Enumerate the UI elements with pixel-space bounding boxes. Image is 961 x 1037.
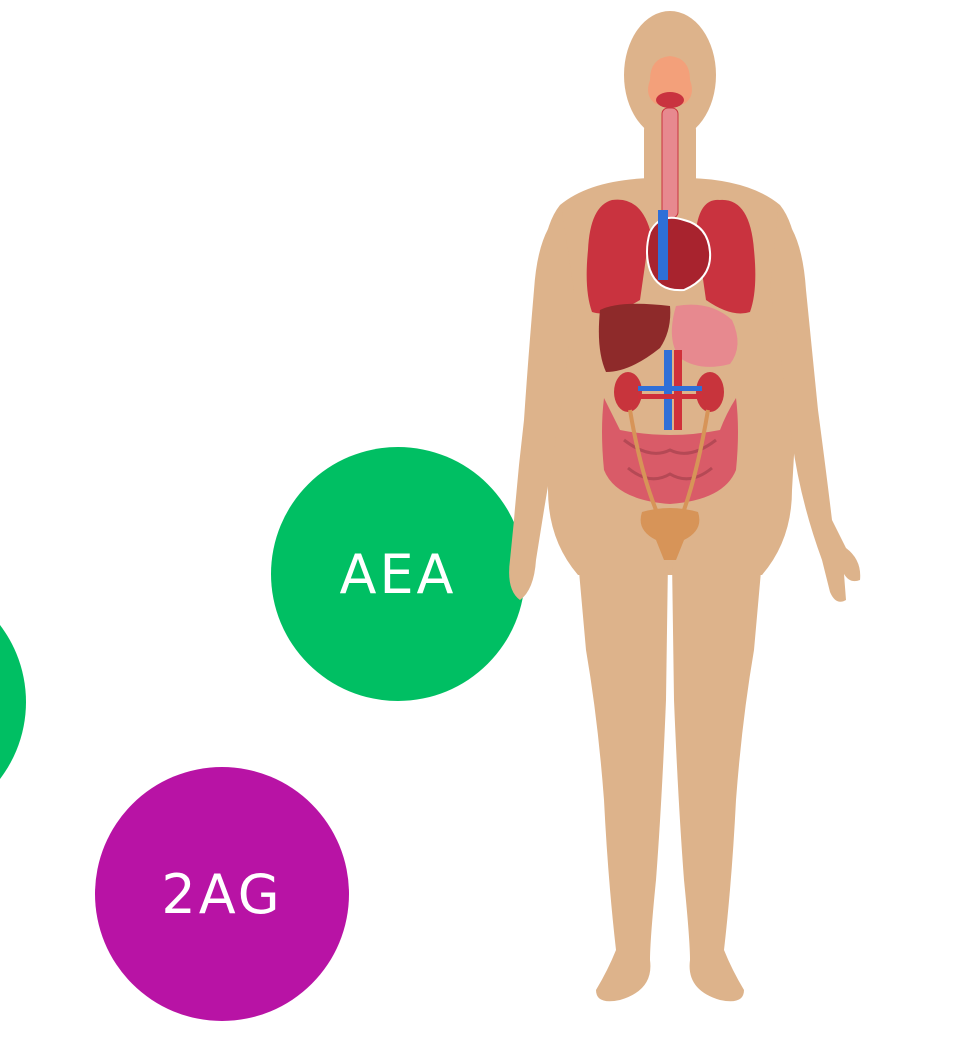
aea-label: AEA bbox=[340, 543, 457, 606]
two-ag-bubble: 2AG bbox=[95, 767, 349, 1021]
partial-green-circle bbox=[0, 575, 26, 829]
left-lung-icon bbox=[587, 200, 650, 314]
right-kidney-icon bbox=[696, 372, 724, 412]
left-kidney-icon bbox=[614, 372, 642, 412]
aorta-icon bbox=[658, 210, 668, 280]
trachea-icon bbox=[662, 108, 678, 218]
heart-icon bbox=[647, 218, 710, 290]
aea-bubble: AEA bbox=[271, 447, 525, 701]
human-body-icon bbox=[500, 0, 880, 1037]
two-ag-label: 2AG bbox=[161, 863, 282, 926]
